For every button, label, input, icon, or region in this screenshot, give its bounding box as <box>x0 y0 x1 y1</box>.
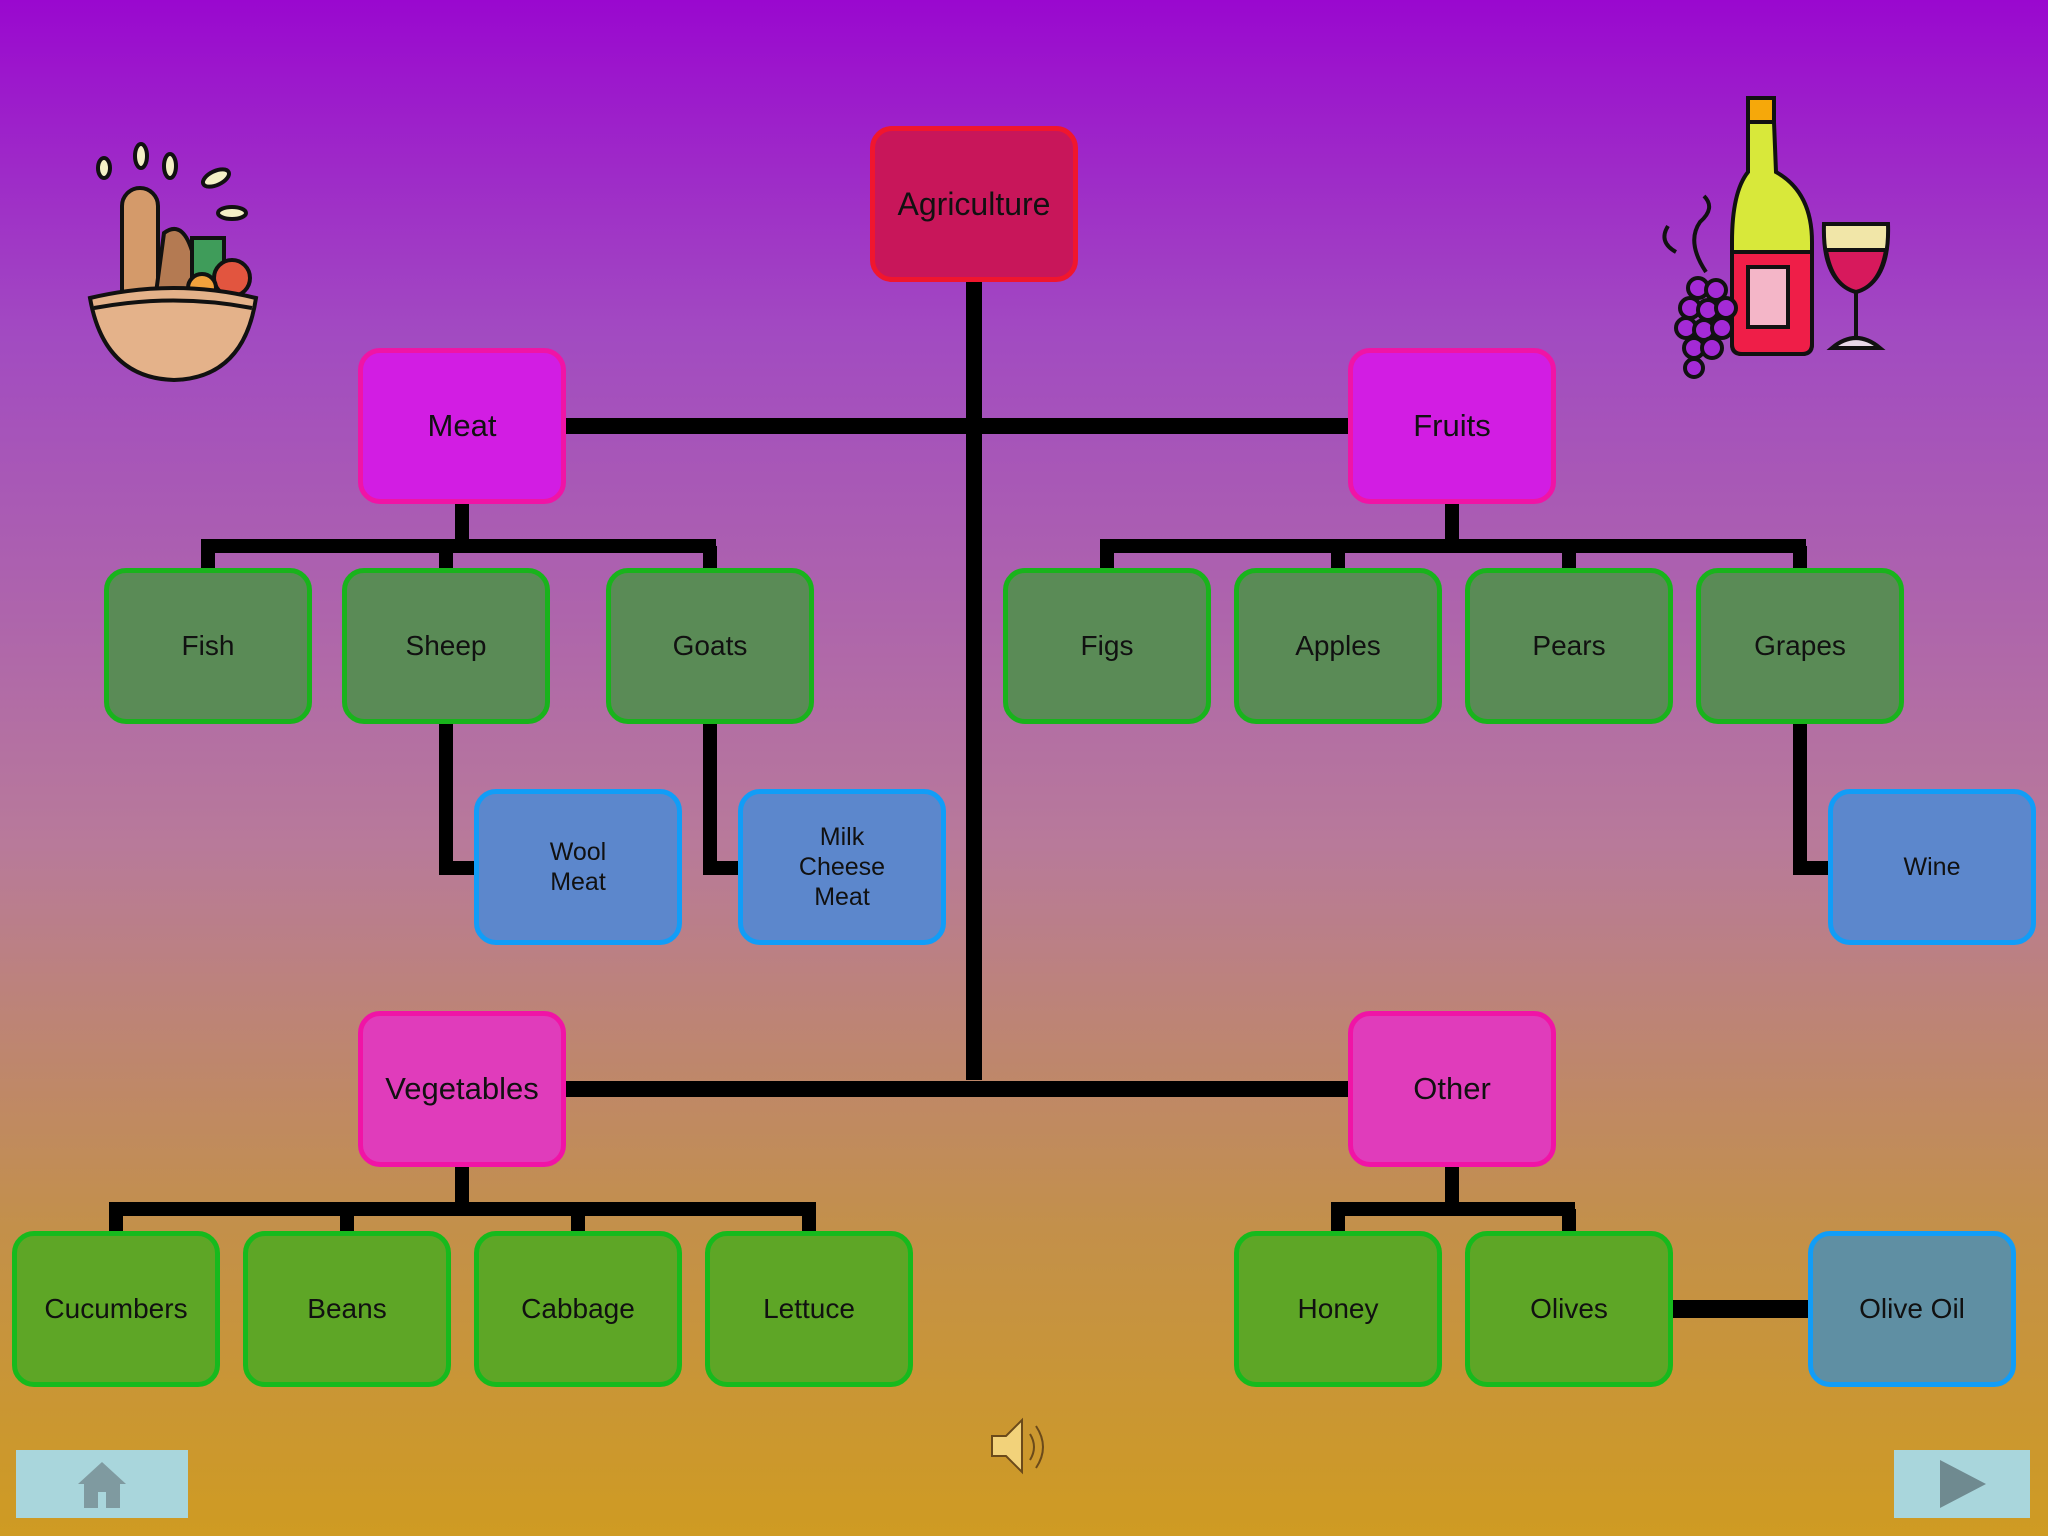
home-icon <box>78 1462 126 1508</box>
next-arrow-icon <box>1940 1460 1986 1508</box>
product-label: Wool <box>549 838 607 866</box>
item-label: Cabbage <box>521 1293 635 1325</box>
item-fish[interactable]: Fish <box>104 568 312 724</box>
product-label: Olive Oil <box>1859 1293 1965 1325</box>
product-label: Milk <box>819 823 865 851</box>
item-cabbage[interactable]: Cabbage <box>474 1231 682 1387</box>
category-label: Vegetables <box>385 1071 539 1107</box>
root-node[interactable]: Agriculture <box>870 126 1078 282</box>
category-other[interactable]: Other <box>1348 1011 1556 1167</box>
item-label: Cucumbers <box>44 1293 188 1325</box>
item-label: Grapes <box>1754 630 1846 662</box>
item-cucumbers[interactable]: Cucumbers <box>12 1231 220 1387</box>
category-meat[interactable]: Meat <box>358 348 566 504</box>
item-label: Figs <box>1080 630 1134 662</box>
item-goats[interactable]: Goats <box>606 568 814 724</box>
item-beans[interactable]: Beans <box>243 1231 451 1387</box>
item-olives[interactable]: Olives <box>1465 1231 1673 1387</box>
product-label: Wine <box>1903 853 1961 881</box>
product-goats[interactable]: Milk Cheese Meat <box>738 789 946 945</box>
product-sheep[interactable]: Wool Meat <box>474 789 682 945</box>
category-label: Meat <box>427 408 497 444</box>
next-button[interactable] <box>1894 1450 2030 1518</box>
category-label: Other <box>1413 1071 1491 1107</box>
item-label: Olives <box>1530 1293 1608 1325</box>
category-label: Fruits <box>1413 408 1491 444</box>
item-figs[interactable]: Figs <box>1003 568 1211 724</box>
item-sheep[interactable]: Sheep <box>342 568 550 724</box>
product-label: Cheese <box>798 853 886 881</box>
product-olive-oil[interactable]: Olive Oil <box>1808 1231 2016 1387</box>
speaker-icon[interactable] <box>988 1414 1058 1480</box>
item-label: Lettuce <box>763 1293 855 1325</box>
product-label: Meat <box>814 883 870 911</box>
product-wine[interactable]: Wine <box>1828 789 2036 945</box>
item-label: Honey <box>1297 1293 1379 1325</box>
food-basket-icon <box>87 142 259 383</box>
item-lettuce[interactable]: Lettuce <box>705 1231 913 1387</box>
item-label: Goats <box>672 630 748 662</box>
item-label: Fish <box>181 630 235 662</box>
wine-bottle-icon <box>1662 96 1891 379</box>
category-vegetables[interactable]: Vegetables <box>358 1011 566 1167</box>
item-grapes[interactable]: Grapes <box>1696 568 1904 724</box>
item-label: Pears <box>1532 630 1606 662</box>
product-label: Meat <box>550 868 606 896</box>
item-pears[interactable]: Pears <box>1465 568 1673 724</box>
home-button[interactable] <box>16 1450 188 1518</box>
item-label: Sheep <box>405 630 487 662</box>
category-fruits[interactable]: Fruits <box>1348 348 1556 504</box>
item-label: Apples <box>1295 630 1381 662</box>
root-label: Agriculture <box>897 185 1051 222</box>
item-honey[interactable]: Honey <box>1234 1231 1442 1387</box>
item-apples[interactable]: Apples <box>1234 568 1442 724</box>
item-label: Beans <box>307 1293 387 1325</box>
